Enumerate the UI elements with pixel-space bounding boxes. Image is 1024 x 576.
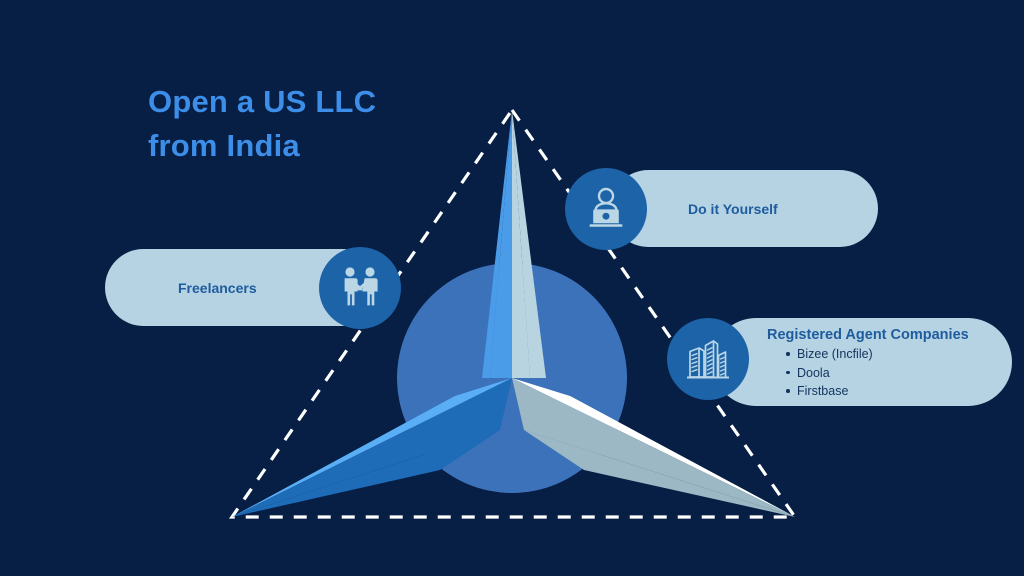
star-arm-right-shade [512, 378, 795, 517]
star-arm-left-lower [232, 430, 500, 517]
node-do-it-yourself-label: Do it Yourself [688, 200, 778, 217]
star-arm-left-shade [232, 378, 512, 517]
node-freelancers-label: Freelancers [178, 279, 257, 296]
star-arm-up-right-face [512, 110, 546, 378]
node-do-it-yourself[interactable]: Do it Yourself [610, 170, 878, 247]
list-item: Doola [786, 364, 969, 383]
agents-list: Bizee (Incfile) Doola Firstbase [767, 345, 969, 401]
list-item: Firstbase [786, 382, 969, 401]
handshake-icon [319, 247, 401, 329]
agents-text-block: Registered Agent Companies Bizee (Incfil… [767, 327, 969, 401]
person-at-laptop-icon [565, 168, 647, 250]
page-title: Open a US LLC from India [148, 84, 377, 164]
node-registered-agent-companies-label: Registered Agent Companies [767, 327, 969, 343]
office-buildings-icon [667, 318, 749, 400]
star-arm-left-upper [232, 396, 455, 517]
star-arm-right-upper [570, 396, 795, 517]
star-arm-right-lower [524, 430, 795, 517]
star-arm-up-left-face [482, 110, 512, 378]
node-registered-agent-companies[interactable]: Registered Agent Companies Bizee (Incfil… [712, 318, 1012, 406]
list-item: Bizee (Incfile) [786, 345, 969, 364]
